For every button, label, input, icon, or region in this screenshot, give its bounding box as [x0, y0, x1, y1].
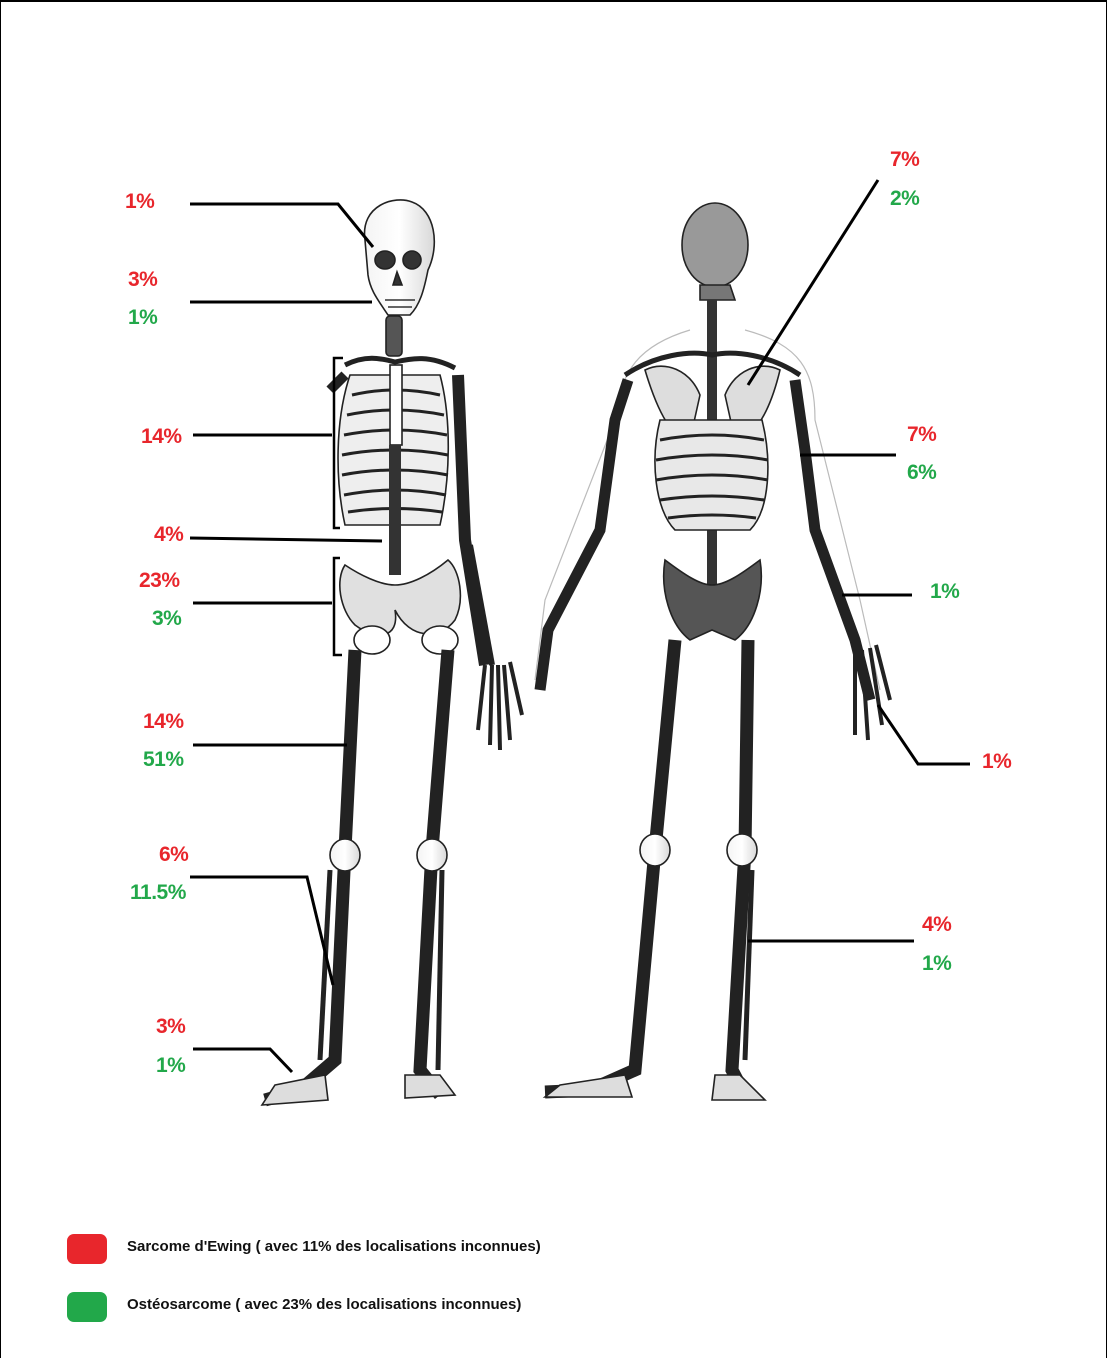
leader-hand [878, 705, 970, 764]
label-fibula-osteo: 1% [922, 952, 951, 976]
label-humerus-ewing: 7% [907, 423, 936, 447]
label-hand-ewing: 1% [982, 750, 1011, 774]
label-jaw-ewing: 3% [128, 268, 157, 292]
leader-skull [190, 204, 373, 247]
label-forearm-osteo: 1% [930, 580, 959, 604]
label-foot-ewing: 3% [156, 1015, 185, 1039]
label-femur-osteo: 51% [143, 748, 184, 772]
label-tibia-ewing: 6% [159, 843, 188, 867]
label-scapula-osteo: 2% [890, 187, 919, 211]
leader-spine [190, 538, 382, 541]
label-tibia-osteo: 11.5% [130, 881, 186, 905]
label-ribs-ewing: 14% [141, 425, 182, 449]
legend-swatch-osteo [67, 1292, 107, 1322]
leader-scapula [748, 180, 878, 385]
legend-label-ewing: Sarcome d'Ewing ( avec 11% des localisat… [127, 1238, 541, 1255]
label-pelvis-ewing: 23% [139, 569, 180, 593]
legend-swatch-ewing [67, 1234, 107, 1264]
label-femur-ewing: 14% [143, 710, 184, 734]
front-skeleton [262, 200, 522, 1105]
leader-tibia [190, 877, 333, 985]
label-skull-ewing: 1% [125, 190, 154, 214]
label-humerus-osteo: 6% [907, 461, 936, 485]
label-fibula-ewing: 4% [922, 913, 951, 937]
label-scapula-ewing: 7% [890, 148, 919, 172]
label-foot-osteo: 1% [156, 1054, 185, 1078]
label-pelvis-osteo: 3% [152, 607, 181, 631]
legend-label-osteo: Ostéosarcome ( avec 23% des localisation… [127, 1296, 521, 1313]
back-skeleton [535, 203, 890, 1100]
leader-foot [193, 1049, 292, 1072]
label-spine-ewing: 4% [154, 523, 183, 547]
label-jaw-osteo: 1% [128, 306, 157, 330]
